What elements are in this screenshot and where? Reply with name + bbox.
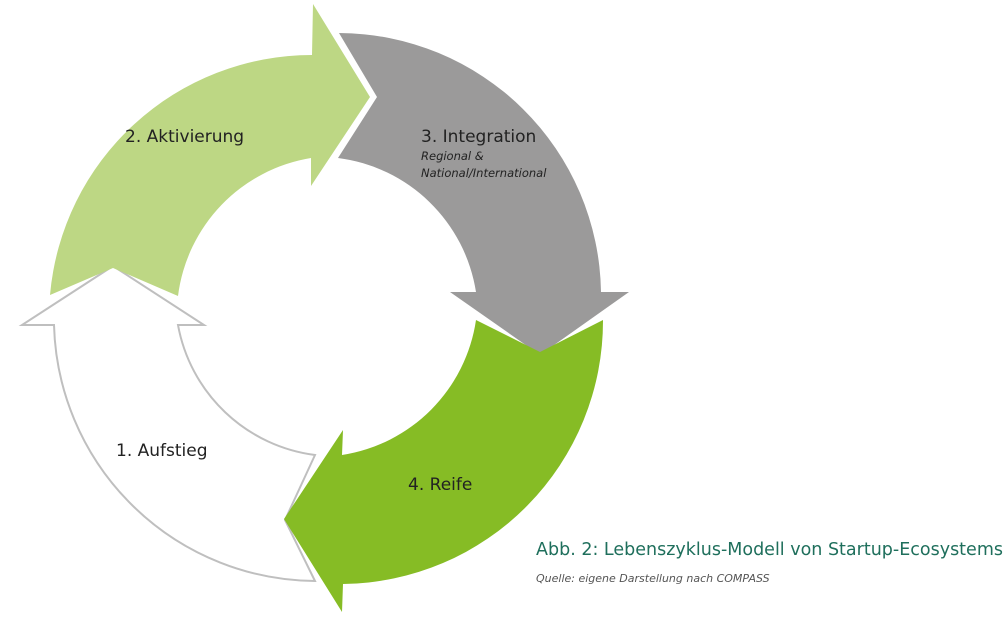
stage-subtitle-integration: Regional & National/International: [421, 148, 546, 182]
arrow-reife: [284, 320, 604, 612]
arrow-aktivierung: [50, 4, 370, 296]
stage-number: 2.: [125, 127, 142, 147]
lifecycle-cycle-diagram: [18, 4, 629, 612]
stage-title: Reife: [429, 475, 473, 495]
stage-number: 4.: [408, 475, 425, 495]
stage-number: 3.: [421, 127, 438, 147]
subtitle-line: Regional &: [421, 149, 484, 163]
stage-label-aktivierung: 2. Aktivierung: [125, 127, 244, 147]
stage-number: 1.: [116, 441, 133, 461]
stage-label-aufstieg: 1. Aufstieg: [116, 441, 208, 461]
stage-label-integration: 3. Integration: [421, 127, 536, 147]
stage-title: Integration: [442, 127, 537, 147]
stage-label-reife: 4. Reife: [408, 475, 472, 495]
stage-title: Aufstieg: [137, 441, 208, 461]
figure-caption-source: Quelle: eigene Darstellung nach COMPASS: [536, 572, 770, 585]
stage-title: Aktivierung: [146, 127, 245, 147]
subtitle-line: National/International: [421, 166, 547, 180]
figure-caption-title: Abb. 2: Lebenszyklus-Modell von Startup-…: [536, 540, 1003, 560]
arrow-integration: [338, 33, 629, 355]
figure: 1. Aufstieg 2. Aktivierung 3. Integratio…: [18, 4, 1003, 612]
arrow-aufstieg: [18, 264, 317, 583]
